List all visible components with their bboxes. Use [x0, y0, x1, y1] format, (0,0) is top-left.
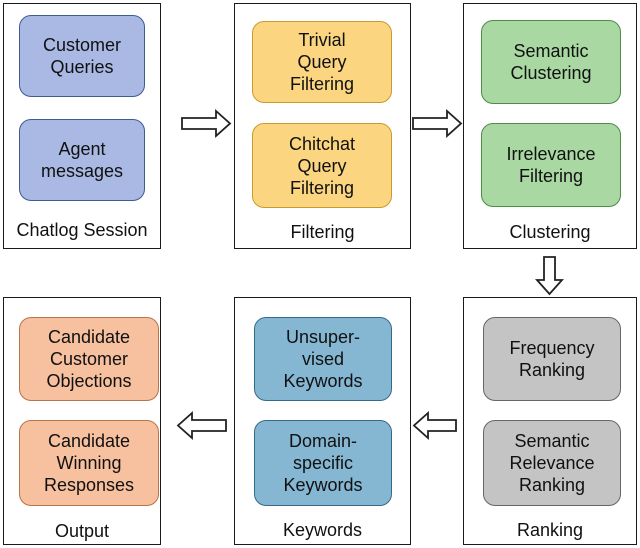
node-unsupervised-keywords: Unsuper- vised Keywords	[254, 317, 392, 401]
node-candidate-winning-responses: Candidate Winning Responses	[19, 420, 159, 506]
panel-title-ranking: Ranking	[516, 520, 584, 540]
panel-title-clustering: Clustering	[509, 222, 591, 242]
panel-title-chatlog: Chatlog Session	[16, 220, 148, 240]
node-domain-specific-keywords: Domain- specific Keywords	[254, 420, 392, 506]
node-irrelevance-filtering: Irrelevance Filtering	[481, 123, 621, 207]
arrow-clustering-to-ranking	[534, 256, 565, 296]
panel-title-filtering: Filtering	[290, 222, 355, 242]
panel-ranking: Frequency Ranking Semantic Relevance Ran…	[463, 297, 637, 545]
node-semantic-relevance-ranking: Semantic Relevance Ranking	[483, 420, 621, 506]
node-chitchat-query-filtering: Chitchat Query Filtering	[252, 123, 392, 208]
arrow-keywords-to-output	[176, 410, 227, 441]
panel-clustering: Semantic Clustering Irrelevance Filterin…	[463, 3, 637, 249]
arrow-ranking-to-keywords	[412, 410, 457, 441]
node-frequency-ranking: Frequency Ranking	[483, 317, 621, 401]
node-candidate-customer-objections: Candidate Customer Objections	[19, 317, 159, 401]
node-trivial-query-filtering: Trivial Query Filtering	[252, 21, 392, 103]
panel-title-keywords: Keywords	[282, 520, 363, 540]
arrow-filtering-to-clustering	[412, 108, 463, 139]
panel-output: Candidate Customer Objections Candidate …	[3, 297, 161, 545]
panel-filtering: Trivial Query Filtering Chitchat Query F…	[234, 3, 411, 249]
arrow-chatlog-to-filtering	[181, 108, 232, 139]
node-customer-queries: Customer Queries	[19, 15, 145, 97]
node-agent-messages: Agent messages	[19, 119, 145, 201]
panel-title-output: Output	[54, 521, 110, 541]
panel-keywords: Unsuper- vised Keywords Domain- specific…	[234, 297, 411, 545]
node-semantic-clustering: Semantic Clustering	[481, 20, 621, 104]
panel-chatlog-session: Customer Queries Agent messages Chatlog …	[3, 3, 161, 249]
